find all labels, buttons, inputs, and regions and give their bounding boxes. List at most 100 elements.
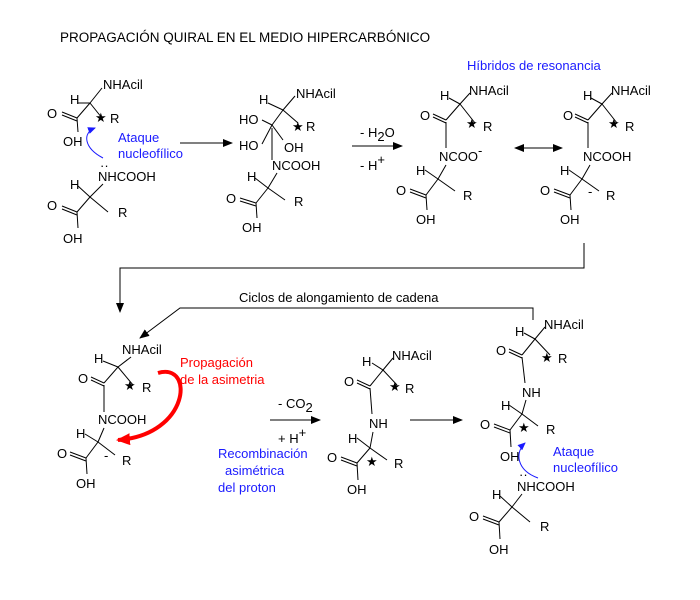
atom-label: H xyxy=(501,398,510,413)
atom-label: OH xyxy=(416,212,436,227)
atom-label: O xyxy=(57,446,67,461)
attack-label-line1: Ataque xyxy=(118,130,159,145)
lone-pair-icon: ·· xyxy=(519,467,528,482)
condition-minus-proton: - H+ xyxy=(360,152,385,173)
atom-label: R xyxy=(540,519,549,534)
atom-label: NHAcil xyxy=(296,86,336,101)
structure-reactants: NHAcil H R ★ O OH Ataque nucleofílico ··… xyxy=(47,77,183,246)
atom-label: NH xyxy=(369,416,388,431)
atom-label: NH xyxy=(522,385,541,400)
atom-label: O xyxy=(469,509,479,524)
atom-label: O xyxy=(540,183,550,198)
atom-label: NHAcil xyxy=(392,348,432,363)
atom-label: H xyxy=(247,169,256,184)
atom-label: O xyxy=(396,183,406,198)
condition-minus-co2: - CO2 xyxy=(278,396,313,415)
chiral-star-icon: ★ xyxy=(124,378,136,393)
atom-label: H xyxy=(583,88,592,103)
atom-label: HO xyxy=(239,112,259,127)
atom-label: O xyxy=(344,374,354,389)
atom-label: OH xyxy=(242,220,262,235)
atom-label: H xyxy=(259,92,268,107)
atom-label: H xyxy=(560,163,569,178)
atom-label: NHAcil xyxy=(122,342,162,357)
atom-label: R xyxy=(625,119,634,134)
atom-label: OH xyxy=(63,231,83,246)
atom-label: OH xyxy=(63,134,83,149)
atom-label: NHAcil xyxy=(469,83,509,98)
atom-label: OH xyxy=(500,449,520,464)
connector-arrow xyxy=(116,243,585,313)
chiral-star-icon: ★ xyxy=(518,420,530,435)
structure-resonance-a: NHAcil H R ★ O NCOO- H R O OH xyxy=(396,83,509,227)
atom-label: NCOOH xyxy=(272,158,320,173)
chiral-star-icon: ★ xyxy=(608,116,620,131)
structure-propagating-anion: NHAcil H R ★ O NCOOH H - R O OH xyxy=(57,342,162,491)
atom-label: O xyxy=(420,108,430,123)
recombination-label-line1: Recombinación xyxy=(218,446,308,461)
structure-chain-elongation: NHAcil H R ★ O NH H R ★ O OH Ataque nucl… xyxy=(469,317,618,557)
chiral-star-icon: ★ xyxy=(541,350,553,365)
atom-label: R xyxy=(306,119,315,134)
atom-label: H xyxy=(94,351,103,366)
atom-label: R xyxy=(405,381,414,396)
structure-intermediate: NHAcil H R ★ HO HO OH NCOOH H R O OH xyxy=(226,86,336,235)
atom-label: NCOOH xyxy=(583,149,631,164)
chiral-star-icon: ★ xyxy=(292,119,304,134)
resonance-label: Híbridos de resonancia xyxy=(467,58,601,73)
atom-label: NHAcil xyxy=(103,77,143,92)
recombination-label-line3: del proton xyxy=(218,480,276,495)
atom-label: R xyxy=(394,456,403,471)
atom-label: O xyxy=(47,198,57,213)
atom-label: NHCOOH xyxy=(98,169,156,184)
lone-pair-icon: ·· xyxy=(100,158,109,173)
condition-minus-water: - H2O xyxy=(360,125,395,144)
atom-label: H xyxy=(440,88,449,103)
scheme-title: PROPAGACIÓN QUIRAL EN EL MEDIO HIPERCARB… xyxy=(60,30,430,45)
atom-label: R xyxy=(558,351,567,366)
atom-label: R xyxy=(110,111,119,126)
attack-label-line1: Ataque xyxy=(553,444,594,459)
atom-label: R xyxy=(118,205,127,220)
atom-label: R xyxy=(463,188,472,203)
atom-label: OH xyxy=(560,212,580,227)
atom-label: O xyxy=(496,343,506,358)
atom-label: H xyxy=(492,487,501,502)
chiral-star-icon: ★ xyxy=(466,116,478,131)
attack-label-line2: nucleofílico xyxy=(553,460,618,475)
atom-label: OH xyxy=(76,476,96,491)
structure-resonance-b: NHAcil H R ★ O NCOOH H - R O OH xyxy=(540,83,651,227)
atom-label: H xyxy=(70,92,79,107)
atom-label: H xyxy=(515,324,524,339)
propagation-arrow xyxy=(116,369,183,446)
atom-label: NHCOOH xyxy=(517,479,575,494)
chiral-star-icon: ★ xyxy=(366,454,378,469)
atom-label: O xyxy=(226,191,236,206)
atom-label: NHAcil xyxy=(611,83,651,98)
atom-label: H xyxy=(70,177,79,192)
atom-label: OH xyxy=(489,542,509,557)
atom-label: O xyxy=(78,371,88,386)
atom-label: OH xyxy=(347,482,367,497)
cycle-arrow xyxy=(139,307,534,339)
atom-label: NCOO- xyxy=(439,143,482,164)
carbanion-charge: - xyxy=(104,448,108,463)
atom-label: O xyxy=(47,106,57,121)
atom-label: HO xyxy=(239,138,259,153)
atom-label: OH xyxy=(284,140,304,155)
propagation-label-line2: de la asimetria xyxy=(180,372,265,387)
chiral-star-icon: ★ xyxy=(389,379,401,394)
atom-label: O xyxy=(480,417,490,432)
propagation-label-line1: Propagación xyxy=(180,355,253,370)
recombination-label-line2: asimétrica xyxy=(225,463,285,478)
atom-label: O xyxy=(327,450,337,465)
atom-label: H xyxy=(362,354,371,369)
atom-label: R xyxy=(546,422,555,437)
atom-label: NHAcil xyxy=(544,317,584,332)
cycle-label: Ciclos de alongamiento de cadena xyxy=(239,290,439,305)
atom-label: R xyxy=(294,194,303,209)
atom-label: H xyxy=(416,163,425,178)
attack-label-line2: nucleofílico xyxy=(118,146,183,161)
atom-label: H xyxy=(348,431,357,446)
